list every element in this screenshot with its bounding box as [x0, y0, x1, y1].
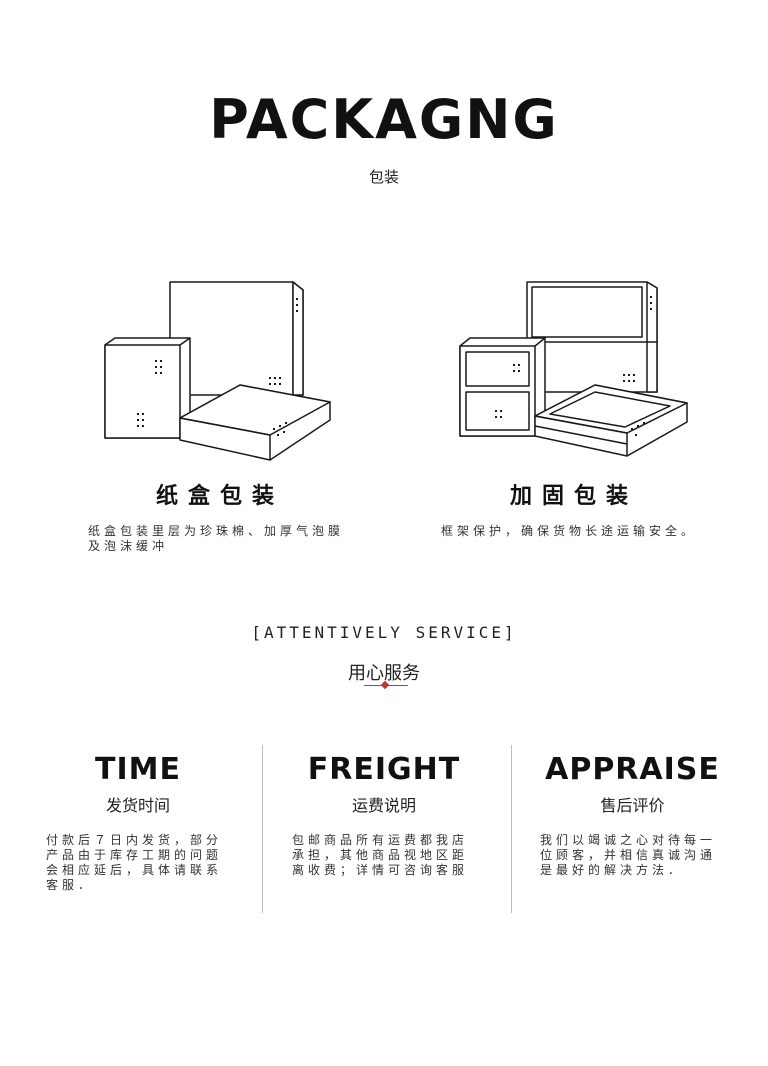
page-subtitle: 包装: [368, 168, 399, 186]
time-desc-line: 客服．: [46, 878, 95, 892]
time-desc-line: 会相应延后，具体请联系: [46, 863, 223, 877]
service-subheading: 用心服务: [348, 663, 420, 684]
paper-box-desc-line: 纸盒包装里层为珍珠棉、加厚气泡膜: [88, 524, 345, 538]
column-divider: [511, 745, 512, 913]
time-subtitle: 发货时间: [105, 796, 170, 815]
paper-box-title: 纸盒包装: [155, 484, 284, 509]
service-heading: [ATTENTIVELY SERVICE]: [251, 623, 517, 642]
reinforced-box-description: 框架保护，确保货物长途运输安全。: [441, 524, 741, 539]
freight-description: 包邮商品所有运费都我店 承担，其他商品视地区距 离收费；详情可咨询客服: [292, 833, 502, 878]
appraise-subtitle: 售后评价: [600, 796, 665, 815]
freight-desc-line: 承担，其他商品视地区距: [292, 848, 469, 862]
freight-desc-line: 包邮商品所有运费都我店: [292, 833, 469, 847]
reinforced-box-desc-line: 框架保护，确保货物长途运输安全。: [441, 524, 698, 538]
time-desc-line: 付款后７日内发货，部分: [46, 833, 223, 847]
reinforced-box-illustration: [459, 281, 688, 457]
time-title: TIME: [95, 752, 181, 787]
time-description: 付款后７日内发货，部分 产品由于库存工期的问题 会相应延后，具体请联系 客服．: [46, 833, 256, 893]
page-title: PACKAGNG: [209, 88, 559, 151]
paper-box-description: 纸盒包装里层为珍珠棉、加厚气泡膜 及泡沫缓冲: [88, 524, 388, 554]
time-desc-line: 产品由于库存工期的问题: [46, 848, 223, 862]
appraise-desc-line: 位顾客，并相信真诚沟通: [540, 848, 717, 862]
column-divider: [262, 745, 263, 913]
paper-box-illustration: [104, 281, 331, 461]
reinforced-box-title: 加固包装: [509, 484, 638, 509]
appraise-desc-line: 是最好的解决方法．: [540, 863, 685, 877]
paper-box-desc-line: 及泡沫缓冲: [88, 539, 169, 553]
appraise-title: APPRAISE: [545, 752, 720, 787]
appraise-description: 我们以竭诚之心对待每一 位顾客，并相信真诚沟通 是最好的解决方法．: [540, 833, 755, 878]
appraise-desc-line: 我们以竭诚之心对待每一: [540, 833, 717, 847]
freight-subtitle: 运费说明: [351, 796, 416, 815]
freight-desc-line: 离收费；详情可咨询客服: [292, 863, 469, 877]
freight-title: FREIGHT: [307, 752, 461, 787]
